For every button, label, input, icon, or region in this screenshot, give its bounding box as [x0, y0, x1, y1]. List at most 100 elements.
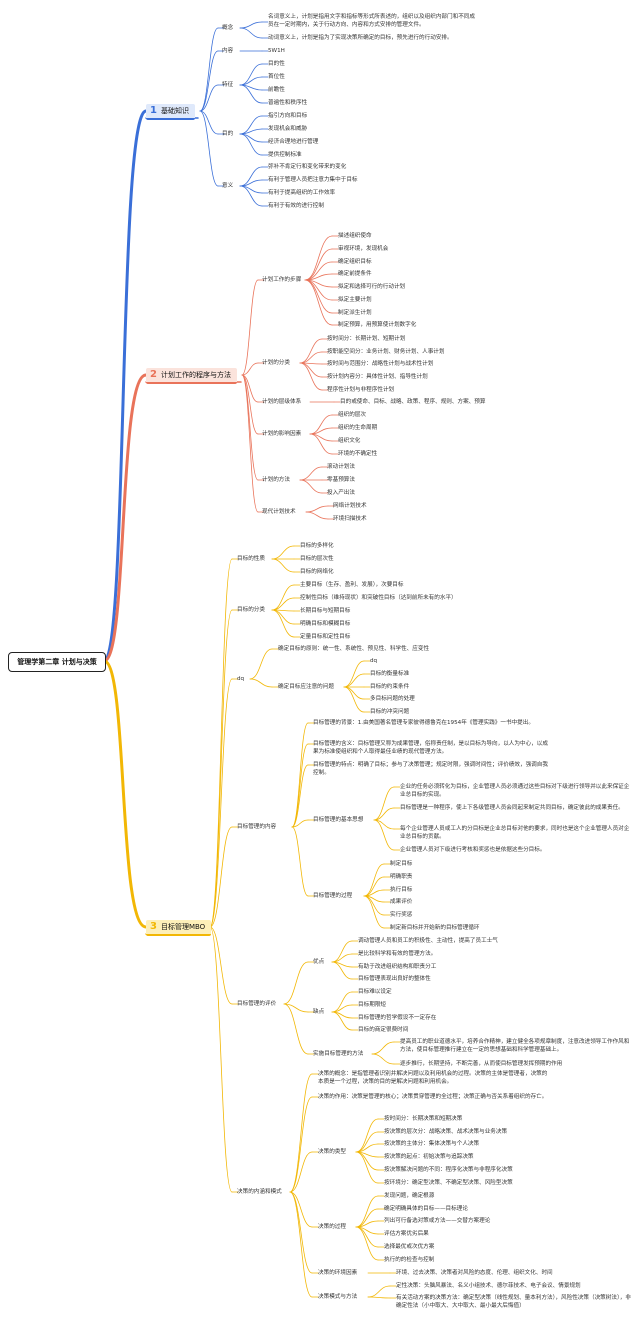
connector — [343, 660, 365, 688]
leaf-goal-nature: 目标的多样化 — [300, 543, 334, 549]
connector — [355, 1195, 379, 1228]
connector — [291, 743, 309, 828]
connector — [299, 362, 323, 378]
leaf-decision-type: 按决策的起点：初始决策与追踪决策 — [384, 1154, 474, 1160]
node-decision-process: 决策的过程 — [318, 1224, 346, 1230]
leaf-feature: 目的性 — [268, 61, 285, 67]
leaf-decision-type: 按决策的主体分：集体决策与个人决策 — [384, 1141, 480, 1147]
leaf-goal-issue: 目标的约束条件 — [370, 684, 410, 690]
connector — [299, 362, 323, 391]
leaf-plan-system: 目的或使命、目标、战略、政策、程序、规则、方案、预算 — [340, 399, 486, 405]
connector — [289, 1191, 313, 1298]
leaf-mbo-step: 成果评价 — [390, 899, 413, 905]
leaf-step: 确定前提条件 — [338, 271, 372, 277]
connector — [373, 819, 395, 851]
connector — [331, 953, 353, 963]
leaf-goal-class: 长期目标与短期目标 — [300, 608, 351, 614]
leaf-goal-issue: dq — [370, 658, 378, 664]
leaf-goal-class: 定量目标和定性目标 — [300, 634, 351, 640]
node-goal-classify: 目标的分类 — [237, 607, 265, 613]
connector — [249, 678, 273, 688]
connector — [371, 1041, 395, 1055]
leaf-step: 拟定和选择可行的行动计划 — [338, 284, 406, 290]
leaf-meaning: 有利于管理人员把注意力集中于目标 — [268, 177, 358, 183]
node-goal-nature: 目标的性质 — [237, 556, 265, 562]
connector — [241, 374, 259, 481]
leaf-dq-principle: 确定目标的原则：统一性、系统性、预见性、科学性、应变性 — [278, 646, 430, 652]
connector — [283, 1003, 309, 1055]
leaf-decision-method: 有关活动方案的决策方法：确定型决策（线性规划、量本利方法），风险性决策（决策树法… — [396, 1295, 631, 1309]
leaf-step: 制定预算，用预算使计划数字化 — [338, 322, 417, 328]
leaf-pro: 调动管理人员和员工的积极性、主动性，提高了员工士气 — [358, 938, 498, 944]
leaf-pro: 是比较科学和有效的管理方法。 — [358, 951, 437, 957]
connector — [239, 185, 263, 207]
leaf-con: 目标管理的哲学假设不一定存在 — [358, 1015, 437, 1021]
leaf-decision-type: 按决策的层次分：战略决策、战术决策与业务决策 — [384, 1129, 508, 1135]
connector — [305, 505, 329, 513]
node-pros: 优点 — [313, 959, 325, 965]
connector — [291, 722, 309, 828]
leaf-decision-method: 定性决策：头脑风暴法、名义小组技术、德尔菲技术、电子会议、情景规划 — [396, 1283, 581, 1289]
connector — [363, 863, 385, 897]
node-implement: 实施目标管理的方法 — [313, 1051, 364, 1057]
connector — [291, 764, 309, 828]
connector — [355, 1151, 379, 1184]
trunk-connector — [102, 373, 148, 663]
connector — [305, 511, 329, 520]
connector — [241, 374, 259, 513]
branch-number: 2 — [150, 369, 157, 380]
node-mbo-eval: 目标管理的评价 — [237, 1001, 277, 1007]
connector — [239, 27, 263, 39]
leaf-mbo-idea: 企业管理人员对下级进行考核和奖惩也是依据这些分目标。 — [400, 847, 546, 853]
leaf-decision-type: 按环境分：确定型决策、不确定型决策、风险型决策 — [384, 1180, 513, 1186]
leaf-plan-type: 按职能空间分：业务计划、财务计划、人事计划 — [327, 349, 445, 355]
root-topic: 管理学第二章 计划与决策 — [8, 652, 106, 672]
connector — [209, 926, 233, 1005]
leaf-method: 滚动计划法 — [327, 464, 355, 470]
leaf-purpose: 提供控制标准 — [268, 152, 302, 158]
node-decision-types: 决策的类型 — [318, 1149, 346, 1155]
connector — [239, 76, 263, 86]
leaf-decision-env: 环境、过去决策、决策者对风险的态度、伦理、组织文化、时间 — [396, 1270, 553, 1276]
node-concept: 概念 — [222, 25, 234, 31]
connector — [331, 961, 353, 980]
leaf-goal-issue: 目标的冲突问题 — [370, 709, 410, 715]
connector — [289, 1073, 313, 1193]
connector — [363, 895, 385, 929]
leaf-con: 目标的商定很费时间 — [358, 1027, 409, 1033]
leaf-factor: 组织的生命周期 — [338, 425, 378, 431]
leaf-goal-nature: 目标的层次性 — [300, 556, 334, 562]
leaf-plan-type: 按时间分：长期计划、短期计划 — [327, 336, 406, 342]
connector — [209, 926, 233, 1193]
leaf-feature: 普遍性和秩序性 — [268, 100, 308, 106]
leaf-mbo-step: 执行目标 — [390, 887, 413, 893]
connector — [304, 279, 333, 326]
node-goal-issues: 确定目标应注意的问题 — [278, 684, 334, 690]
connector — [199, 84, 219, 112]
leaf-goal-class: 主要目标（生存、盈利、发展），次要目标 — [300, 582, 404, 588]
connector — [289, 1191, 313, 1228]
connector — [343, 673, 365, 688]
node-decision-env: 决策的环境因素 — [318, 1270, 358, 1276]
connector — [289, 1151, 313, 1193]
node-purpose: 目的 — [222, 131, 234, 137]
connector — [299, 466, 323, 481]
node-mbo-content: 目标管理的内容 — [237, 824, 277, 830]
leaf-step: 描述组织使命 — [338, 233, 372, 239]
connector — [331, 1011, 353, 1031]
leaf-step: 审视环境，发现机会 — [338, 246, 389, 252]
connector — [373, 807, 395, 821]
leaf-factor: 环境的不确定性 — [338, 451, 378, 457]
connector — [271, 609, 295, 625]
leaf-goal-class: 控制性目标（维持现状）和突破性目标（达到前所未有的水平） — [300, 595, 457, 601]
connector — [291, 819, 309, 828]
connector — [271, 584, 295, 611]
leaf-plan-type: 程序性计划与非程序性计划 — [327, 387, 395, 393]
connector — [283, 1003, 309, 1013]
connector — [199, 110, 219, 135]
leaf-purpose: 经济合理地进行管理 — [268, 139, 319, 145]
connector — [373, 786, 395, 821]
